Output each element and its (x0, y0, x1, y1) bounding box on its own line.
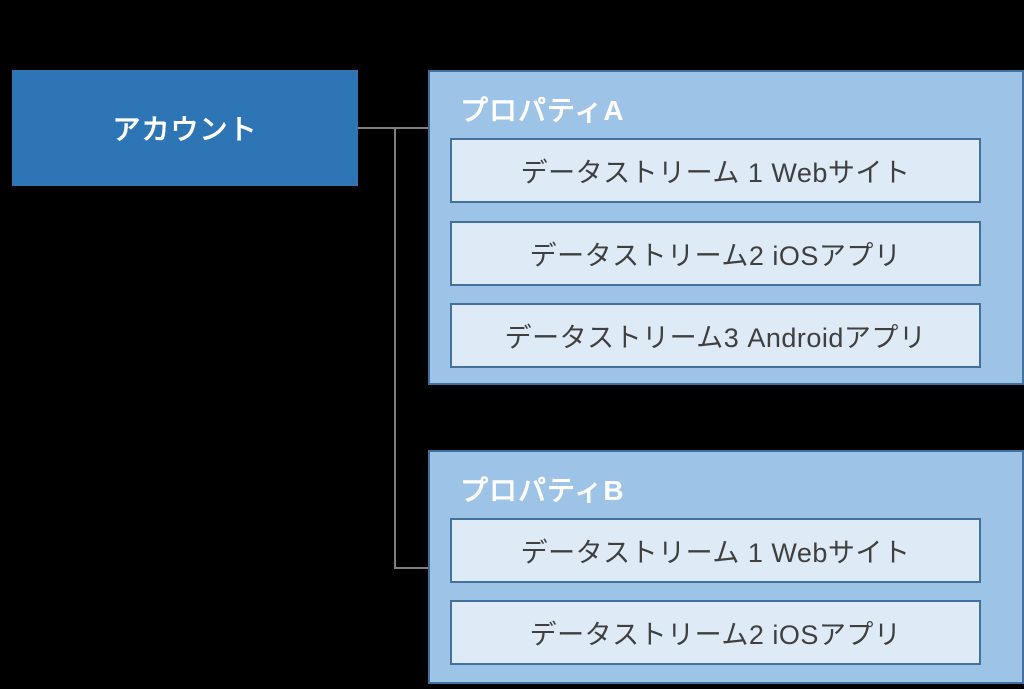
connector-account-horizontal (358, 127, 428, 129)
property-a-stream-1-label: データストリーム 1 Webサイト (520, 158, 911, 188)
property-b-title: プロパティB (460, 475, 625, 506)
property-b-stream-1-box: データストリーム 1 Webサイト (450, 518, 981, 583)
property-b-stream-2-label: データストリーム2 iOSアプリ (529, 620, 902, 650)
property-b-box: プロパティB データストリーム 1 Webサイト データストリーム2 iOSアプ… (428, 450, 1024, 684)
property-b-stream-1-label: データストリーム 1 Webサイト (520, 538, 911, 568)
property-a-box: プロパティA データストリーム 1 Webサイト データストリーム2 iOSアプ… (428, 70, 1024, 385)
property-a-stream-2-label: データストリーム2 iOSアプリ (529, 241, 902, 271)
property-a-stream-1-box: データストリーム 1 Webサイト (450, 138, 981, 203)
property-a-stream-3-label: データストリーム3 Androidアプリ (504, 323, 927, 353)
connector-vertical-trunk (394, 127, 396, 569)
account-label: アカウント (112, 114, 258, 145)
property-a-title: プロパティA (460, 95, 625, 126)
property-a-stream-3-box: データストリーム3 Androidアプリ (450, 303, 981, 368)
connector-property-b-branch (394, 567, 428, 569)
property-a-stream-2-box: データストリーム2 iOSアプリ (450, 221, 981, 286)
account-box: アカウント (12, 70, 358, 186)
property-b-stream-2-box: データストリーム2 iOSアプリ (450, 600, 981, 665)
